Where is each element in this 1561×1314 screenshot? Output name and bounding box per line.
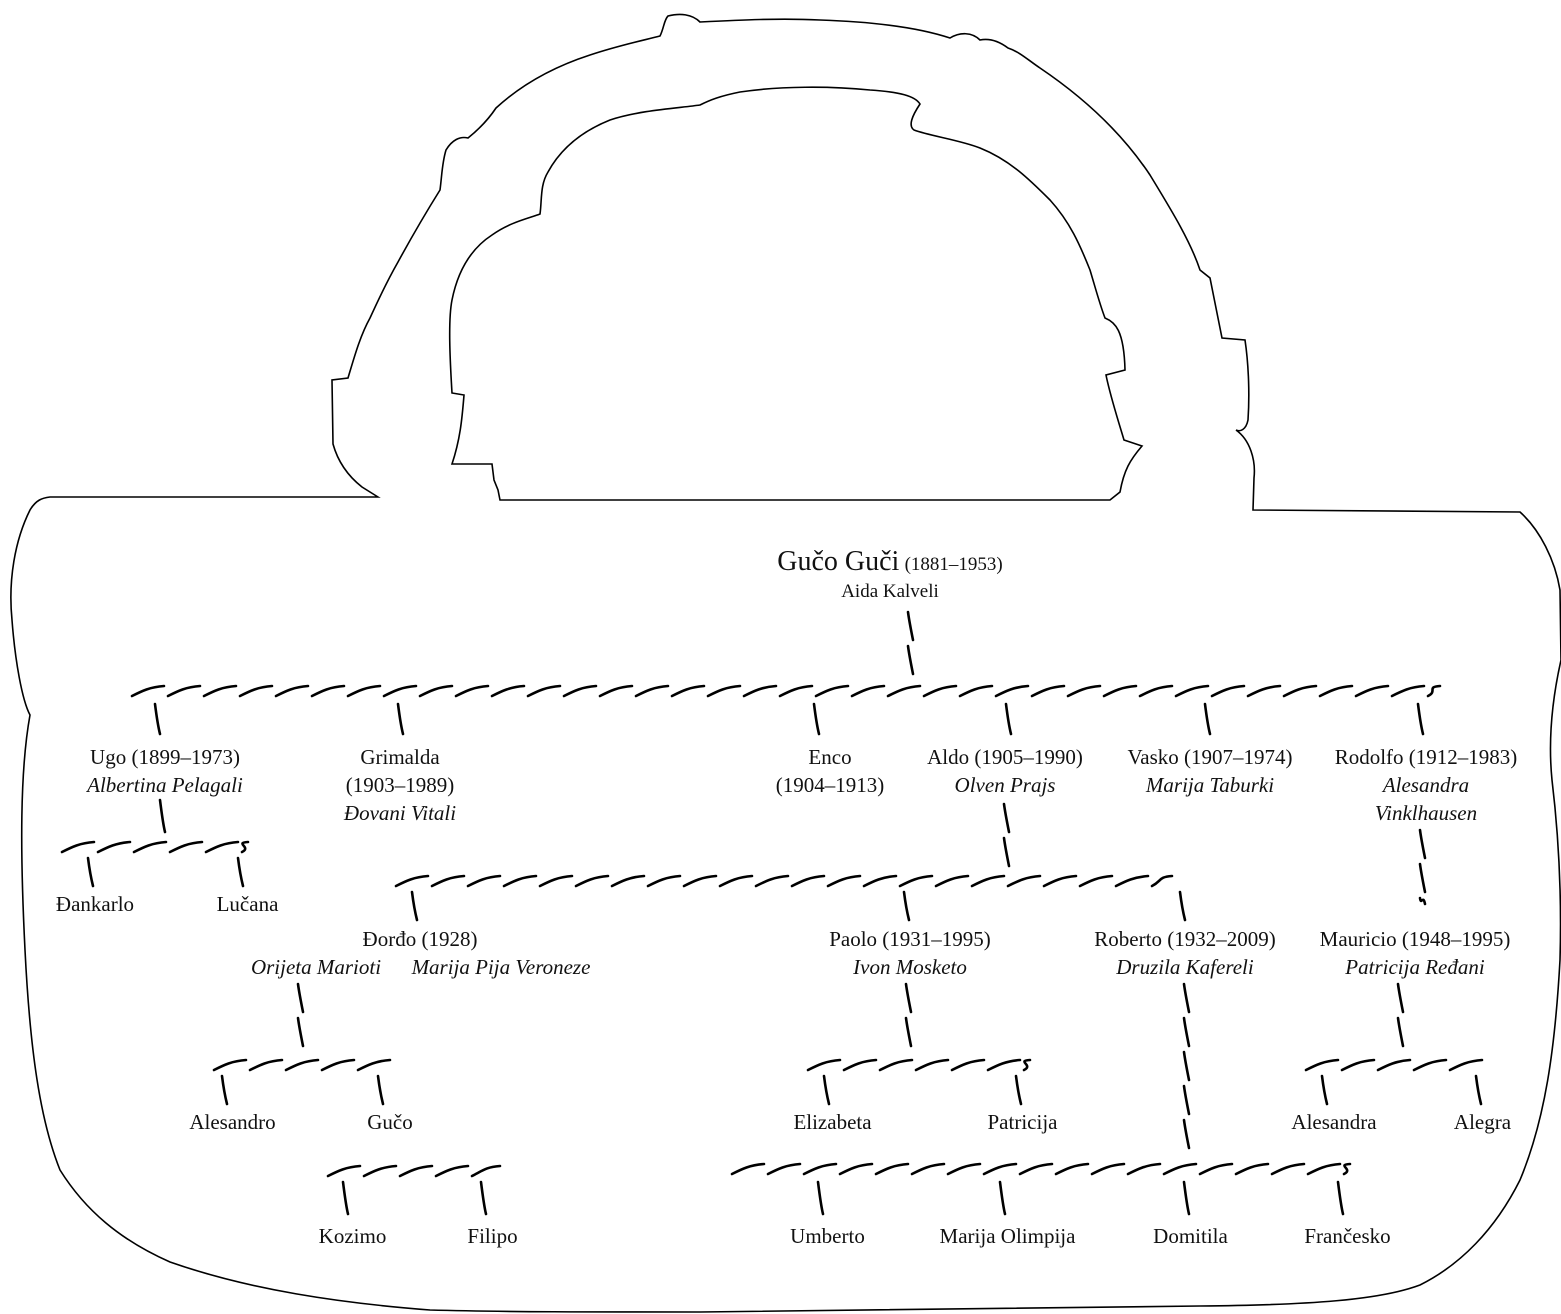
root-name: Gučo Guči <box>777 546 900 577</box>
drop-paolo <box>902 890 911 922</box>
giorgio-spouse-b: Marija Pija Veroneze <box>411 955 591 979</box>
roberto-child-maria-olimpia: Marija Olimpija <box>939 1224 1076 1248</box>
giorgio-bar-b <box>326 1164 502 1178</box>
drop-luciana <box>236 856 245 888</box>
aldo-child-roberto: Roberto (1932–2009) <box>1094 927 1276 951</box>
drop-domitilla <box>1182 1180 1191 1216</box>
roberto-child-umberto: Umberto <box>790 1224 865 1248</box>
aldo-child-giorgio: Đorđo (1928) <box>362 927 478 951</box>
spouse-aldo: Olven Prajs <box>954 773 1056 797</box>
root-trunk <box>906 610 915 676</box>
drop-francesco <box>1336 1180 1345 1216</box>
drop-vasko <box>1203 702 1212 736</box>
drop-maria-olimpia <box>998 1180 1007 1216</box>
paolo-child-patrizia: Patricija <box>987 1110 1058 1134</box>
spouse-grimalda: Đovani Vitali <box>343 801 457 825</box>
spouse-rodolfo-1: Alesandra <box>1382 773 1470 797</box>
aldo-child-paolo: Paolo (1931–1995) <box>829 927 991 951</box>
gen2-bar <box>130 684 1442 698</box>
aldo-trunk <box>1002 802 1011 868</box>
ugo-bar <box>60 840 250 854</box>
giorgio-spouse-a: Orijeta Marioti <box>250 955 382 979</box>
child-enco-years: (1904–1913) <box>775 773 885 797</box>
maurizio-child-allegra: Alegra <box>1453 1110 1512 1134</box>
child-vasko: Vasko (1907–1974) <box>1127 745 1293 769</box>
child-grimalda: Grimalda <box>360 745 440 769</box>
bag-handle-inner-outline <box>448 86 1144 501</box>
drop-roberto <box>1178 890 1187 922</box>
rodolfo-child-maurizio: Mauricio (1948–1995) <box>1319 927 1511 951</box>
roberto-bar <box>730 1162 1352 1176</box>
drop-elisabetta <box>822 1074 831 1106</box>
drop-rodolfo <box>1416 702 1425 736</box>
paolo-child-elisabetta: Elizabeta <box>793 1110 872 1134</box>
roberto-child-francesco: Frančesko <box>1304 1224 1391 1248</box>
drop-allegra <box>1474 1074 1483 1106</box>
giorgio-bar-a <box>212 1058 392 1072</box>
giorgio-child-guccio: Gučo <box>367 1110 413 1134</box>
giorgio-child-filippo: Filipo <box>467 1224 518 1248</box>
spouse-vasko: Marija Taburki <box>1145 773 1275 797</box>
child-aldo: Aldo (1905–1990) <box>927 745 1083 769</box>
child-ugo: Ugo (1899–1973) <box>90 745 240 769</box>
paolo-spouse: Ivon Mosketo <box>853 955 967 979</box>
giorgio-child-alessandro: Alesandro <box>189 1110 276 1134</box>
maurizio-child-alessandra: Alesandra <box>1291 1110 1377 1134</box>
root-years: (1881–1953) <box>904 554 1003 575</box>
spouse-ugo: Albertina Pelagali <box>87 773 243 797</box>
maurizio-spouse: Patricija Ređani <box>1345 955 1485 979</box>
drop-giorgio <box>410 890 419 922</box>
drop-guccio <box>376 1074 385 1106</box>
drop-cosimo <box>341 1180 350 1216</box>
root-spouse: Aida Kalveli <box>841 581 939 602</box>
maurizio-bar <box>1304 1058 1484 1072</box>
child-rodolfo: Rodolfo (1912–1983) <box>1334 745 1518 769</box>
roberto-child-domitilla: Domitila <box>1153 1224 1228 1248</box>
drop-grimalda <box>396 702 405 736</box>
drop-alessandro <box>220 1074 229 1106</box>
drop-ugo <box>153 702 162 736</box>
root-person: Gučo Guči (1881–1953) <box>700 548 1080 579</box>
spouse-rodolfo-2: Vinklhausen <box>1374 801 1478 825</box>
roberto-spouse: Druzila Kafereli <box>1116 955 1254 979</box>
giorgio-child-cosimo: Kozimo <box>318 1224 387 1248</box>
paolo-trunk <box>904 982 913 1048</box>
bag-body-outline <box>10 13 1561 1313</box>
drop-enco <box>812 702 821 736</box>
aldo-bar <box>394 874 1174 888</box>
ugo-child-giancarlo: Đankarlo <box>55 892 135 916</box>
rodolfo-trunk <box>1418 828 1427 906</box>
child-enco: Enco <box>808 745 852 769</box>
child-grimalda-years: (1903–1989) <box>345 773 455 797</box>
drop-alessandra <box>1320 1074 1329 1106</box>
drop-filippo <box>479 1180 488 1216</box>
giorgio-trunk <box>296 982 305 1048</box>
drop-patrizia <box>1014 1074 1023 1106</box>
drop-giancarlo <box>86 856 95 888</box>
paolo-bar <box>806 1058 1032 1072</box>
ugo-trunk <box>158 798 167 834</box>
roberto-trunk <box>1182 982 1191 1150</box>
drop-umberto <box>816 1180 825 1216</box>
drop-aldo <box>1004 702 1013 736</box>
maurizio-trunk <box>1396 982 1405 1048</box>
ugo-child-luciana: Lučana <box>216 892 279 916</box>
